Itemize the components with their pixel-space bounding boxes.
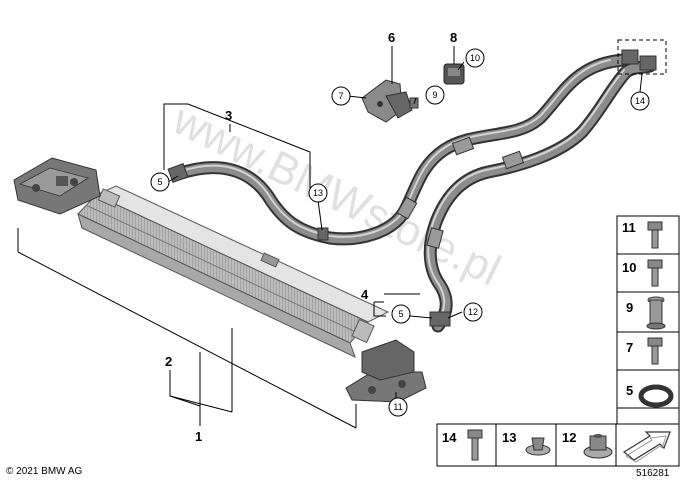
hardware-legend-side: 11 10 9 7 5 [616, 215, 680, 437]
cooler-bracket-right [345, 339, 427, 403]
legend-label-9: 9 [626, 300, 633, 315]
screw-icon [647, 337, 663, 365]
hose-holder-bracket [361, 79, 413, 123]
callout-5-upper: 5 [150, 172, 170, 192]
svg-text:7: 7 [338, 91, 343, 101]
legend-label-14: 14 [442, 430, 457, 445]
callout-9: 9 [425, 85, 445, 105]
direction-arrow-icon [622, 431, 671, 463]
legend-label-10: 10 [622, 260, 636, 275]
leader-lines [17, 46, 643, 429]
legend-label-12: 12 [562, 430, 576, 445]
svg-text:11: 11 [393, 402, 402, 412]
flange-nut-icon [583, 434, 613, 459]
callout-12: 12 [463, 302, 483, 322]
svg-text:9: 9 [432, 90, 437, 100]
callout-10: 10 [465, 48, 485, 68]
svg-text:12: 12 [468, 307, 478, 317]
hose-clip [443, 63, 465, 85]
bolt-hex-icon [647, 259, 663, 287]
legend-label-13: 13 [502, 430, 516, 445]
hardware-legend-bottom: 14 13 12 [436, 423, 680, 467]
svg-text:13: 13 [313, 188, 323, 198]
bolt-flange-icon [647, 221, 663, 249]
label-part-1: 1 [195, 429, 202, 444]
callout-7: 7 [331, 86, 351, 106]
svg-text:10: 10 [470, 53, 480, 63]
callout-5-lower: 5 [391, 304, 411, 324]
svg-text:14: 14 [635, 96, 645, 106]
hose-sleeves [167, 49, 657, 327]
callout-11: 11 [388, 397, 408, 417]
label-part-3: 3 [225, 108, 232, 123]
label-part-8: 8 [450, 30, 457, 45]
label-part-2: 2 [165, 354, 172, 369]
oil-line-lower [423, 59, 657, 333]
svg-text:5: 5 [398, 309, 403, 319]
diagram-reference-number: 516281 [636, 468, 670, 479]
clip-nut-icon [525, 437, 551, 456]
cooler-bracket-left [13, 157, 101, 215]
o-ring-icon [638, 384, 674, 408]
svg-text:5: 5 [157, 177, 162, 187]
copyright-notice: © 2021 BMW AG [6, 466, 83, 477]
callout-14: 14 [630, 91, 650, 111]
callout-13: 13 [308, 183, 328, 203]
spacer-sleeve-icon [646, 296, 666, 330]
oil-cooler [77, 185, 390, 358]
label-part-4: 4 [361, 287, 369, 302]
legend-label-5: 5 [626, 383, 633, 398]
label-part-6: 6 [388, 30, 395, 45]
legend-label-11: 11 [622, 220, 636, 235]
legend-label-7: 7 [626, 340, 633, 355]
bolt-long-icon [467, 429, 483, 461]
